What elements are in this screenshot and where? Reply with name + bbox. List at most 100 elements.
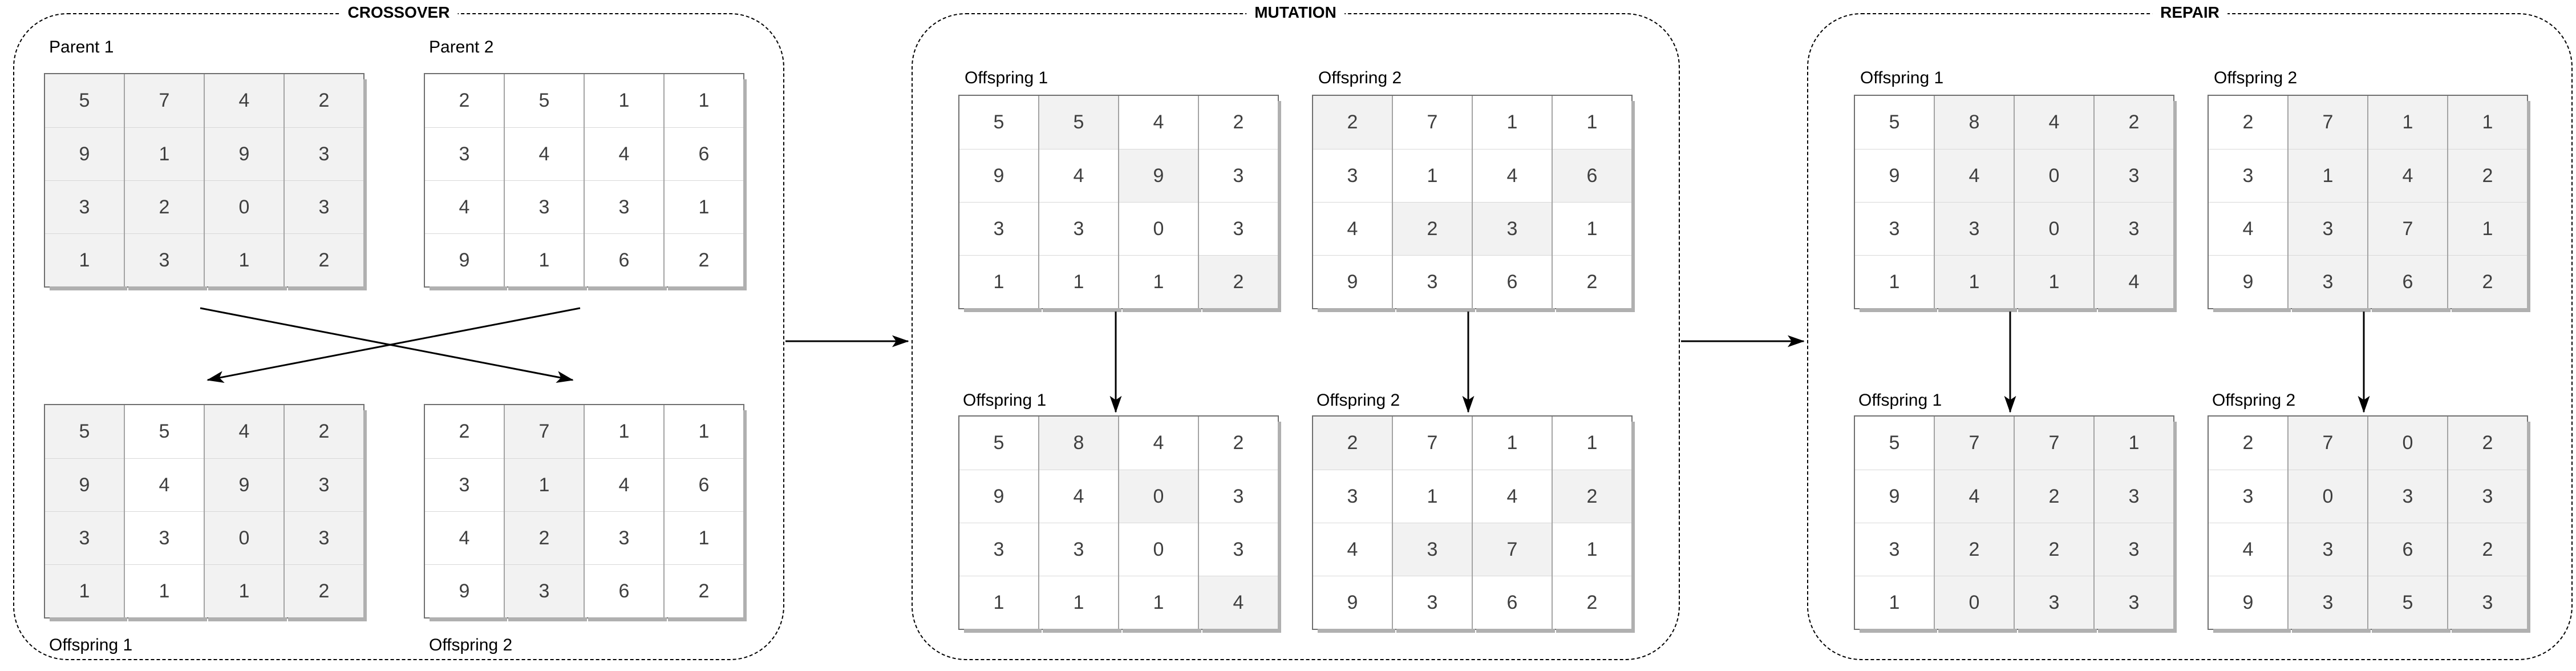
matrix-cell: 3 (425, 127, 504, 180)
matrix-cell: 3 (2209, 149, 2287, 202)
matrix-cell: 3 (1199, 523, 1278, 576)
matrix-cell: 1 (585, 74, 663, 127)
matrix-cell: 3 (125, 233, 204, 286)
matrix-cell: 1 (1855, 255, 1934, 308)
matrix-cell: 2 (285, 564, 363, 617)
matrix-cell: 3 (2095, 149, 2173, 202)
matrix-cell: 6 (665, 458, 743, 511)
matrix-cell: 2 (125, 180, 204, 233)
matrix-cell: 2 (2095, 96, 2173, 149)
matrix-cell: 6 (2368, 523, 2447, 576)
matrix-cell: 7 (1473, 523, 1552, 576)
matrix-cell: 4 (1313, 523, 1392, 576)
matrix-cell: 3 (285, 127, 363, 180)
matrix-cell: 4 (1473, 149, 1552, 202)
matrix-cell: 7 (2289, 96, 2367, 149)
matrix-cell: 9 (1119, 149, 1198, 202)
matrix-cell: 4 (125, 458, 204, 511)
matrix-cell: 2 (2448, 417, 2527, 470)
matrix-cell: 1 (1039, 576, 1118, 629)
matrix-cell: 4 (585, 458, 663, 511)
repair-offspring-1-before-label: Offspring 1 (1860, 68, 1944, 87)
mutation-offspring-2-after-label: Offspring 2 (1317, 391, 1400, 410)
matrix-cell: 3 (1039, 523, 1118, 576)
matrix-cell: 6 (1553, 149, 1631, 202)
matrix-cell: 2 (1199, 255, 1278, 308)
matrix-cell: 3 (2289, 576, 2367, 629)
matrix-cell: 0 (1119, 523, 1198, 576)
matrix-cell: 4 (2209, 523, 2287, 576)
matrix-cell: 0 (2289, 470, 2367, 523)
matrix-cell: 3 (285, 180, 363, 233)
crossover-offspring-1-label: Offspring 1 (49, 636, 133, 654)
matrix-cell: 3 (2095, 523, 2173, 576)
matrix-cell: 2 (665, 564, 743, 617)
matrix-cell: 1 (665, 405, 743, 458)
matrix-cell: 3 (285, 511, 363, 564)
matrix-cell: 1 (1473, 417, 1552, 470)
repair-offspring-2-after-label: Offspring 2 (2212, 391, 2296, 410)
mutation-offspring-1-before-label: Offspring 1 (965, 68, 1048, 87)
matrix-cell: 6 (585, 564, 663, 617)
matrix-cell: 1 (1119, 255, 1198, 308)
matrix-cell: 3 (2289, 523, 2367, 576)
matrix-cell: 2 (1553, 255, 1631, 308)
matrix-cell: 0 (2368, 417, 2447, 470)
matrix-cell: 1 (2448, 202, 2527, 255)
matrix-cell: 9 (1313, 576, 1392, 629)
repair-offspring-2-before-label: Offspring 2 (2214, 68, 2298, 87)
matrix-cell: 3 (2448, 576, 2527, 629)
matrix-cell: 3 (425, 458, 504, 511)
matrix-cell: 2 (2015, 523, 2093, 576)
matrix-cell: 3 (2289, 202, 2367, 255)
matrix-cell: 2 (1553, 470, 1631, 523)
matrix-cell: 3 (2289, 255, 2367, 308)
matrix-cell: 1 (45, 564, 124, 617)
matrix-cell: 3 (2015, 576, 2093, 629)
matrix-cell: 4 (425, 511, 504, 564)
matrix-cell: 5 (1855, 417, 1934, 470)
matrix-cell: 6 (2368, 255, 2447, 308)
matrix-cell: 3 (1199, 202, 1278, 255)
matrix-cell: 9 (205, 127, 283, 180)
parent-2-label: Parent 2 (429, 38, 494, 56)
repair-section-title: REPAIR (2152, 3, 2227, 22)
matrix-cell: 1 (665, 511, 743, 564)
matrix-cell: 1 (2448, 96, 2527, 149)
matrix-cell: 9 (1855, 470, 1934, 523)
matrix-cell: 9 (959, 149, 1038, 202)
mutation-offspring-2-before-label: Offspring 2 (1318, 68, 1402, 87)
matrix-cell: 1 (959, 255, 1038, 308)
matrix-cell: 9 (959, 470, 1038, 523)
matrix-cell: 6 (665, 127, 743, 180)
matrix-cell: 0 (205, 180, 283, 233)
matrix-cell: 2 (425, 405, 504, 458)
matrix-cell: 2 (2448, 523, 2527, 576)
matrix-cell: 5 (1855, 96, 1934, 149)
matrix-cell: 3 (585, 511, 663, 564)
matrix-cell: 3 (2448, 470, 2527, 523)
matrix-cell: 4 (2015, 96, 2093, 149)
matrix-cell: 8 (1039, 417, 1118, 470)
matrix-cell: 2 (1313, 96, 1392, 149)
